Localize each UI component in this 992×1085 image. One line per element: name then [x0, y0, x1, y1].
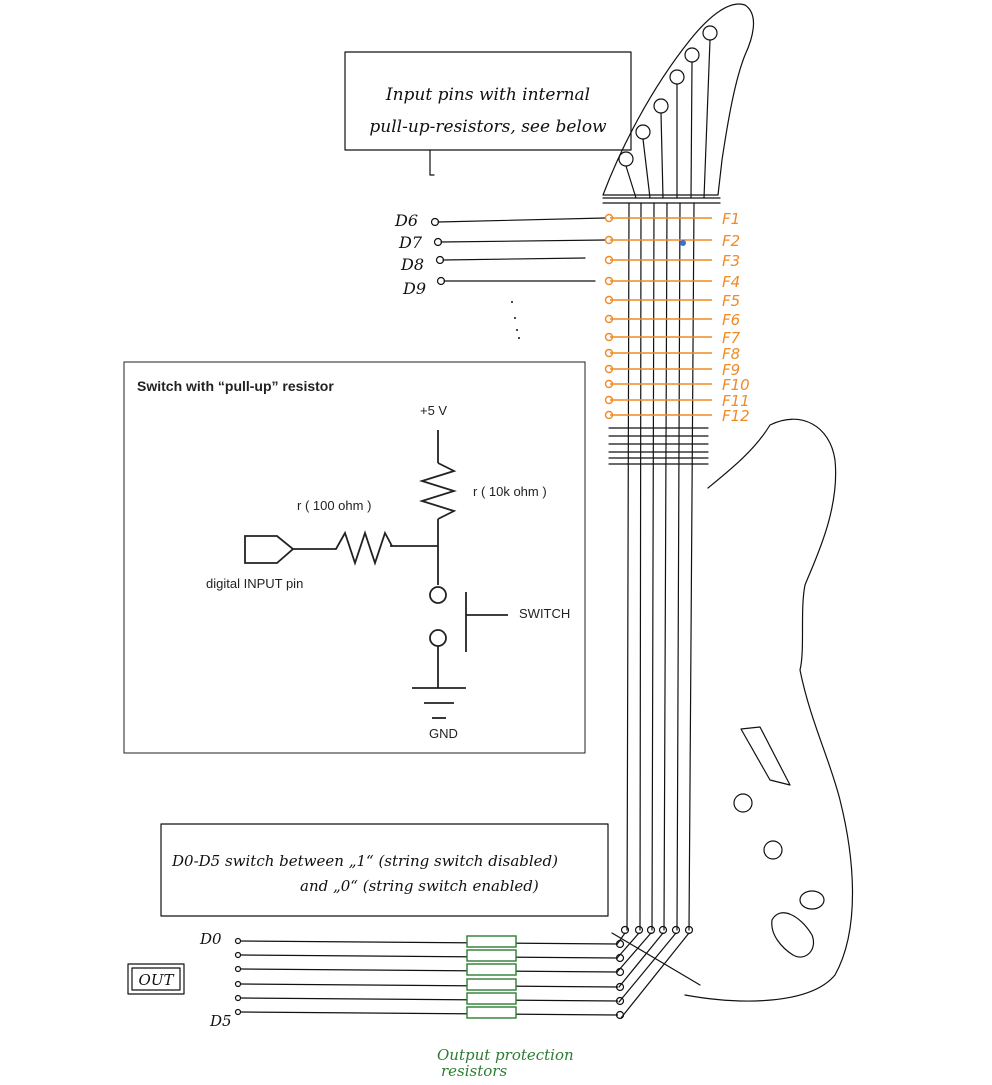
output-note-line1: D0-D5 switch between „1“ (string switch … [171, 852, 558, 870]
input-pin-label: digital INPUT pin [206, 576, 303, 591]
blue-marker-dot [680, 240, 686, 246]
pullup-resistor-label: r ( 10k ohm ) [473, 484, 547, 499]
output-wire [240, 954, 619, 959]
fret-contact [604, 213, 614, 223]
neck-end [608, 427, 709, 465]
output-contact [615, 996, 625, 1006]
out-box-label: OUT [139, 971, 175, 989]
fret-label: F10 [722, 376, 750, 394]
fret-contact [604, 235, 614, 245]
pullup-resistor [418, 462, 458, 520]
output-note-line2: and „0“ (string switch enabled) [300, 877, 539, 895]
guitar-headstock [602, 3, 755, 204]
headstock-strings [625, 39, 711, 199]
fret-label: F4 [722, 273, 740, 291]
output-label-d5: D5 [209, 1012, 232, 1030]
fret-contact [604, 379, 614, 389]
protection-resistor [466, 949, 517, 962]
protection-resistor [466, 1006, 517, 1019]
output-pin [234, 965, 242, 973]
fret-label: F12 [722, 407, 750, 425]
resistors-caption: Output protection resistors [437, 1046, 574, 1080]
output-wire [240, 968, 619, 973]
input-pin-shape [244, 535, 295, 564]
series-resistor-label: r ( 100 ohm ) [297, 498, 371, 513]
note-arrow [429, 149, 435, 176]
gnd-label: GND [429, 726, 458, 741]
output-wires: D0 D5 OUT [127, 925, 701, 1030]
output-wire [240, 983, 619, 988]
fret-contact [604, 295, 614, 305]
output-pin [234, 937, 242, 945]
fret-contact [604, 314, 614, 324]
protection-resistor [466, 992, 517, 1005]
fret-label: F1 [722, 210, 740, 228]
fret-contact [604, 276, 614, 286]
output-pin [234, 994, 242, 1002]
protection-resistor [466, 978, 517, 991]
fret-contact [604, 255, 614, 265]
fret-contact [604, 395, 614, 405]
input-pins-note: Input pins with internal pull-up-resisto… [344, 51, 632, 176]
input-pins-note-line1: Input pins with internal [385, 85, 590, 105]
vcc-label: +5 V [420, 403, 447, 418]
fret-contact [604, 348, 614, 358]
fret-label: F8 [722, 345, 740, 363]
output-pin [234, 951, 242, 959]
protection-resistor [466, 963, 517, 976]
tuning-pegs [618, 25, 718, 167]
input-label-d6: D6 [394, 211, 418, 230]
resistors-caption-line2: resistors [441, 1062, 507, 1080]
fret-label: F3 [722, 252, 740, 270]
output-wire [240, 940, 619, 945]
fret-contact [604, 364, 614, 374]
output-protection-resistors [466, 935, 517, 1019]
resistors-caption-line1: Output protection [437, 1046, 574, 1064]
neck-strings [626, 202, 695, 931]
fret-label: F9 [722, 361, 740, 379]
input-wires: D6 D7 D8 D9 [394, 211, 606, 339]
protection-resistor [466, 935, 517, 948]
output-wire [240, 1011, 619, 1016]
output-note: D0-D5 switch between „1“ (string switch … [160, 823, 609, 917]
pullup-schematic: Switch with “pull-up” resistor +5 V r ( … [123, 361, 586, 754]
fret-contact [604, 410, 614, 420]
guitar-body [684, 418, 854, 1002]
input-label-d8: D8 [400, 255, 424, 274]
output-pin [234, 1008, 242, 1016]
schematic-title: Switch with “pull-up” resistor [137, 378, 334, 394]
input-pins-note-line2: pull-up-resistors, see below [369, 117, 607, 137]
fret-label: F5 [722, 292, 740, 310]
output-wire [240, 997, 619, 1002]
output-pin [234, 980, 242, 988]
switch-label: SWITCH [519, 606, 570, 621]
input-label-d7: D7 [398, 233, 423, 252]
switch-contact-bottom [429, 629, 447, 647]
input-label-d9: D9 [402, 279, 426, 298]
series-resistor [322, 530, 393, 566]
out-box [127, 963, 185, 995]
switch-contact-top [429, 586, 447, 604]
fret-label: F2 [722, 232, 740, 250]
string-to-output-wires [611, 925, 701, 1019]
fret-label: F7 [722, 329, 741, 347]
fret-label: F11 [722, 392, 750, 410]
fret-contact [604, 332, 614, 342]
output-label-d0: D0 [199, 930, 222, 948]
output-contact [615, 982, 625, 992]
fret-label: F6 [722, 311, 740, 329]
